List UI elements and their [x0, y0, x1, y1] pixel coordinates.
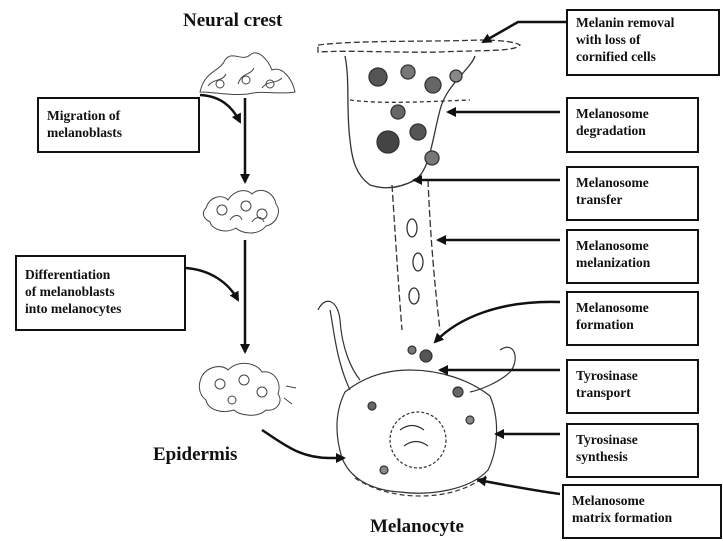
differentiation-label-line-1: Differentiation: [25, 266, 178, 283]
epidermis-column: [318, 40, 520, 330]
tyrosinase-transport-line-2: transport: [576, 384, 691, 401]
melanosome-transfer-line-1: Melanosome: [576, 174, 691, 191]
melanosome-formation-line-2: formation: [576, 316, 691, 333]
neural-crest-title: Neural crest: [183, 10, 282, 32]
melanosome-formation-line-1: Melanosome: [576, 299, 691, 316]
differentiation-label-box: Differentiation of melanoblasts into mel…: [15, 255, 186, 331]
left-pointer-arrows: [186, 95, 344, 458]
neural-crest-cells: [200, 53, 295, 95]
tyrosinase-synthesis-line-1: Tyrosinase: [576, 431, 691, 448]
melanosome-matrix-line-2: matrix formation: [572, 509, 714, 526]
right-pointer-arrows: [414, 22, 566, 494]
melanosome-degradation-line-1: Melanosome: [576, 105, 691, 122]
melanosome-formation-box: Melanosome formation: [566, 291, 699, 346]
tyrosinase-transport-line-1: Tyrosinase: [576, 367, 691, 384]
melanin-removal-box: Melanin removal with loss of cornified c…: [566, 9, 720, 76]
melanosome-transfer-box: Melanosome transfer: [566, 166, 699, 221]
migration-label-box: Migration of melanoblasts: [37, 97, 200, 153]
melanosome-matrix-box: Melanosome matrix formation: [562, 484, 722, 539]
melanocyte-cluster: [199, 363, 296, 415]
melanosome-degradation-box: Melanosome degradation: [566, 97, 699, 153]
tyrosinase-transport-box: Tyrosinase transport: [566, 359, 699, 414]
melanocyte-body: [318, 301, 515, 496]
melanoblast-cluster: [203, 190, 278, 233]
differentiation-label-line-3: into melanocytes: [25, 300, 178, 317]
melanosome-transfer-line-2: transfer: [576, 191, 691, 208]
epidermis-title: Epidermis: [153, 444, 237, 466]
tyrosinase-synthesis-box: Tyrosinase synthesis: [566, 423, 699, 478]
melanosome-melanization-box: Melanosome melanization: [566, 229, 699, 284]
melanocyte-title: Melanocyte: [370, 516, 464, 538]
melanosome-melanization-line-2: melanization: [576, 254, 691, 271]
melanosome-melanization-line-1: Melanosome: [576, 237, 691, 254]
melanin-removal-line-2: with loss of: [576, 31, 712, 48]
migration-label-line-2: melanoblasts: [47, 124, 192, 141]
melanosome-degradation-line-2: degradation: [576, 122, 691, 139]
tyrosinase-synthesis-line-2: synthesis: [576, 448, 691, 465]
melanin-removal-line-1: Melanin removal: [576, 14, 712, 31]
melanin-removal-line-3: cornified cells: [576, 48, 712, 65]
differentiation-label-line-2: of melanoblasts: [25, 283, 178, 300]
melanosome-matrix-line-1: Melanosome: [572, 492, 714, 509]
migration-label-line-1: Migration of: [47, 107, 192, 124]
